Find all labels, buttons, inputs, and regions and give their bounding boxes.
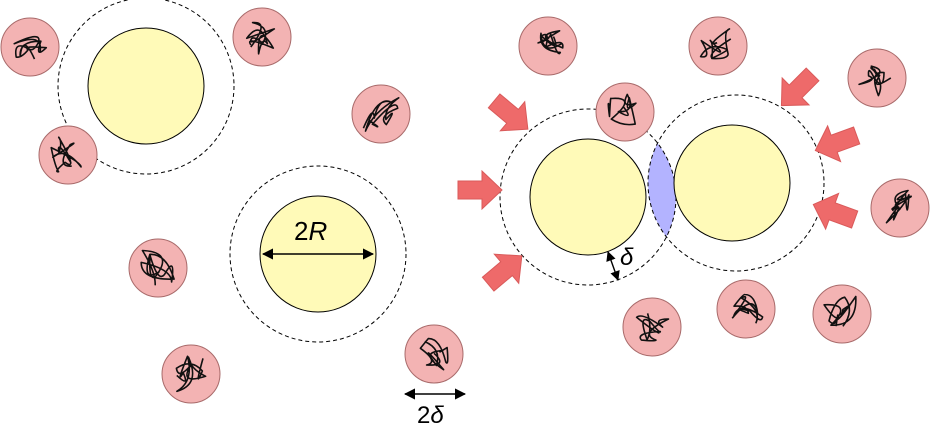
pressure-arrows [457,67,861,292]
depletion-zone-right [647,94,825,272]
width-label: 2δ [417,402,444,428]
polymer-coil-icon [518,16,578,76]
polymer-coils [0,7,930,404]
polymer-coil-icon [812,284,872,344]
polymer-coil-icon [847,48,907,108]
depletion-zone [229,165,407,343]
large-particle-left [529,138,647,256]
polymer-coil-icon [622,297,682,357]
polymer-coil-icon [404,324,464,384]
polymer-coil-icon [232,7,292,67]
pressure-arrow-icon [457,169,503,211]
diameter-label: 2R [294,216,327,246]
polymer-coil-icon [38,125,98,185]
pressure-arrow-icon [812,192,859,231]
large-particle-right [673,124,791,242]
polymer-coil-icon [0,17,60,77]
large-particle [87,27,205,145]
colloid-pair: δ [499,94,825,286]
delta-arrow [606,251,620,281]
coil-width-indicator: 2δ [403,388,467,428]
polymer-coil-icon [351,84,411,144]
isolated-colloid-top [57,0,235,175]
pressure-arrow-icon [481,253,523,292]
pressure-arrow-icon [780,67,820,107]
polymer-coil-icon [128,238,188,298]
pressure-arrow-icon [814,124,861,163]
polymer-coil-icon [161,344,221,404]
isolated-colloid-center: 2R [229,165,407,343]
delta-label: δ [620,244,634,271]
pressure-arrow-icon [487,93,529,132]
polymer-coil-icon [716,279,776,339]
polymer-coil-icon [870,178,930,238]
depletion-zone [57,0,235,175]
polymer-coil-icon [688,16,748,76]
polymer-coil-icon [595,82,655,142]
